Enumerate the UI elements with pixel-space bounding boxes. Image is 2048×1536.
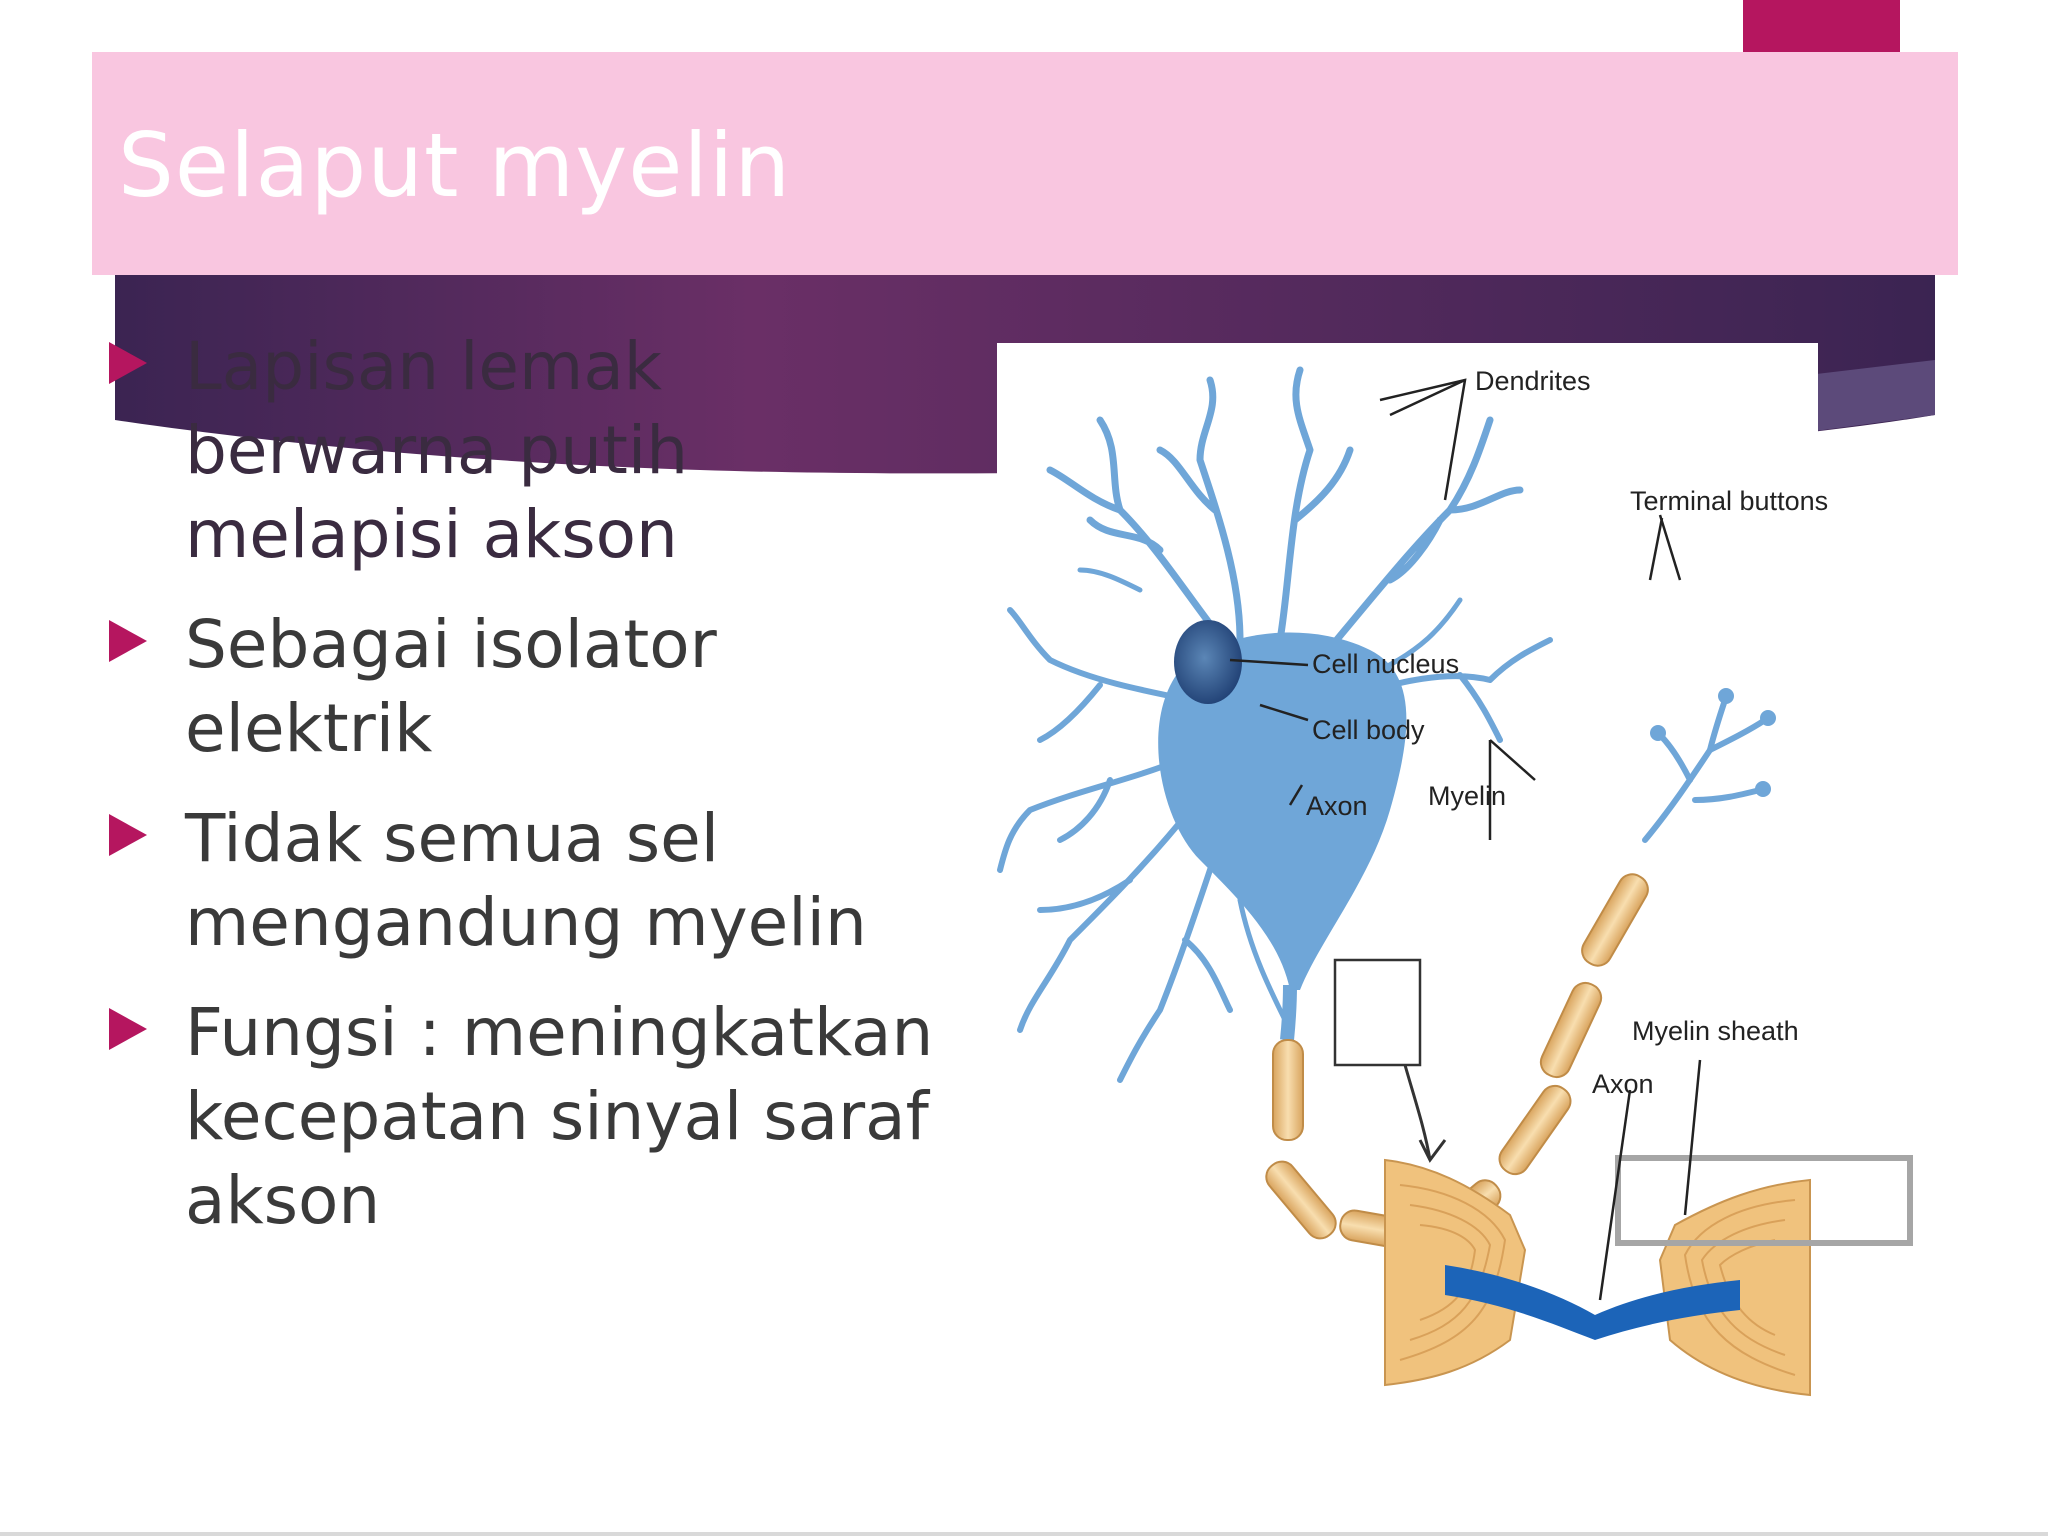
triangle-bullet-icon — [109, 1008, 147, 1050]
title-bar: Selaput myelin — [92, 52, 1958, 275]
axon-core — [1445, 1265, 1740, 1340]
triangle-bullet-icon — [109, 620, 147, 662]
bullet-list: Lapisan lemak berwarna putih melapisi ak… — [105, 325, 965, 1269]
label-myelin: Myelin — [1428, 781, 1506, 811]
bullet-text: Lapisan lemak berwarna putih melapisi ak… — [185, 328, 689, 573]
dendrites — [997, 366, 1553, 1083]
label-cell-nucleus: Cell nucleus — [1312, 649, 1459, 679]
triangle-bullet-icon — [109, 814, 147, 856]
label-cell-body: Cell body — [1312, 715, 1425, 745]
bullet-item: Fungsi : meningkatkan kecepatan sinyal s… — [105, 991, 965, 1243]
terminal-buttons — [1650, 688, 1776, 797]
neuron-diagram: Dendrites Terminal buttons Cell nucleus … — [997, 366, 1913, 1397]
bullet-text: Tidak semua sel mengandung myelin — [185, 800, 867, 961]
cell-body — [1158, 632, 1407, 990]
magnified-sheath — [1384, 1158, 1811, 1397]
highlight-box — [1615, 1155, 1913, 1246]
label-dendrites: Dendrites — [1475, 366, 1591, 396]
label-terminal-buttons: Terminal buttons — [1630, 486, 1828, 516]
zoom-box — [1333, 958, 1422, 1067]
accent-tab — [1743, 0, 1900, 52]
axon-stem — [1280, 984, 1297, 1041]
bullet-item: Lapisan lemak berwarna putih melapisi ak… — [105, 325, 965, 577]
triangle-bullet-icon — [109, 342, 147, 384]
bullet-text: Sebagai isolator elektrik — [185, 606, 717, 767]
zoom-arrow — [1403, 1064, 1447, 1163]
bullet-text: Fungsi : meningkatkan kecepatan sinyal s… — [185, 994, 934, 1239]
bottom-divider — [0, 1532, 2048, 1536]
nucleus-ellipse — [1174, 620, 1242, 704]
label-axon-detail: Axon — [1592, 1069, 1654, 1099]
label-myelin-sheath: Myelin sheath — [1632, 1016, 1799, 1046]
terminal-branches — [1642, 697, 1768, 843]
slide-title: Selaput myelin — [118, 114, 792, 217]
bullet-item: Sebagai isolator elektrik — [105, 603, 965, 771]
bullet-item: Tidak semua sel mengandung myelin — [105, 797, 965, 965]
label-axon: Axon — [1306, 791, 1368, 821]
